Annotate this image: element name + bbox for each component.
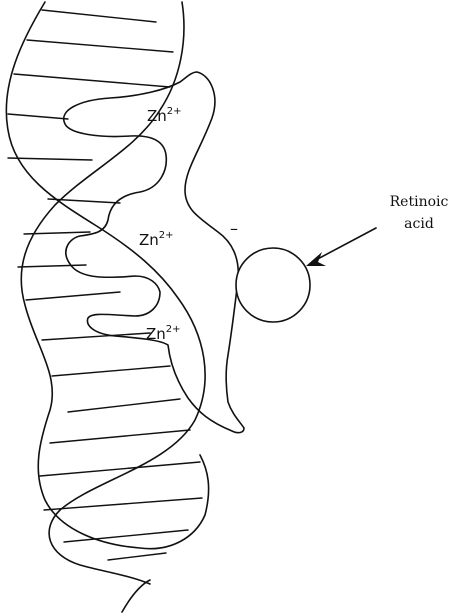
base-pair-rung bbox=[64, 530, 188, 542]
ligand-pointer-arrow bbox=[306, 228, 376, 266]
base-pair-rung bbox=[50, 430, 190, 443]
zinc-ion-symbol: Zn bbox=[139, 231, 159, 249]
zinc-ion-charge: 2+ bbox=[166, 324, 181, 335]
negative-charge-symbol: – bbox=[230, 219, 238, 238]
arrow-shaft bbox=[312, 228, 376, 262]
base-pair-rung bbox=[14, 74, 170, 87]
base-pair-rung bbox=[108, 553, 166, 560]
zinc-ion-charge: 2+ bbox=[159, 230, 174, 241]
dna-base-pairs bbox=[8, 10, 202, 560]
zinc-ion-symbol: Zn bbox=[147, 107, 167, 125]
base-pair-rung bbox=[42, 10, 156, 22]
base-pair-rung bbox=[42, 333, 150, 340]
zinc-ion-label-3: Zn2+ bbox=[146, 324, 181, 343]
dna-strand-2 bbox=[21, 2, 208, 612]
base-pair-rung bbox=[40, 462, 200, 476]
base-pair-rung bbox=[68, 399, 180, 412]
zinc-ion-label-2: Zn2+ bbox=[139, 230, 174, 249]
receptor-protein bbox=[64, 72, 244, 433]
base-pair-rung bbox=[8, 158, 92, 160]
base-pair-rung bbox=[18, 265, 86, 267]
zinc-ion-symbol: Zn bbox=[146, 325, 166, 343]
zinc-ion-label-1: Zn2+ bbox=[147, 106, 182, 125]
base-pair-rung bbox=[52, 366, 170, 376]
arrow-head bbox=[306, 252, 326, 266]
base-pair-rung bbox=[26, 292, 120, 300]
zinc-ion-charge: 2+ bbox=[167, 106, 182, 117]
retinoic-acid-label-line2: acid bbox=[404, 216, 434, 232]
base-pair-rung bbox=[8, 114, 68, 119]
retinoic-acid-ligand bbox=[236, 248, 310, 322]
base-pair-rung bbox=[27, 40, 173, 52]
retinoic-acid-label-line1: Retinoic bbox=[390, 194, 449, 210]
